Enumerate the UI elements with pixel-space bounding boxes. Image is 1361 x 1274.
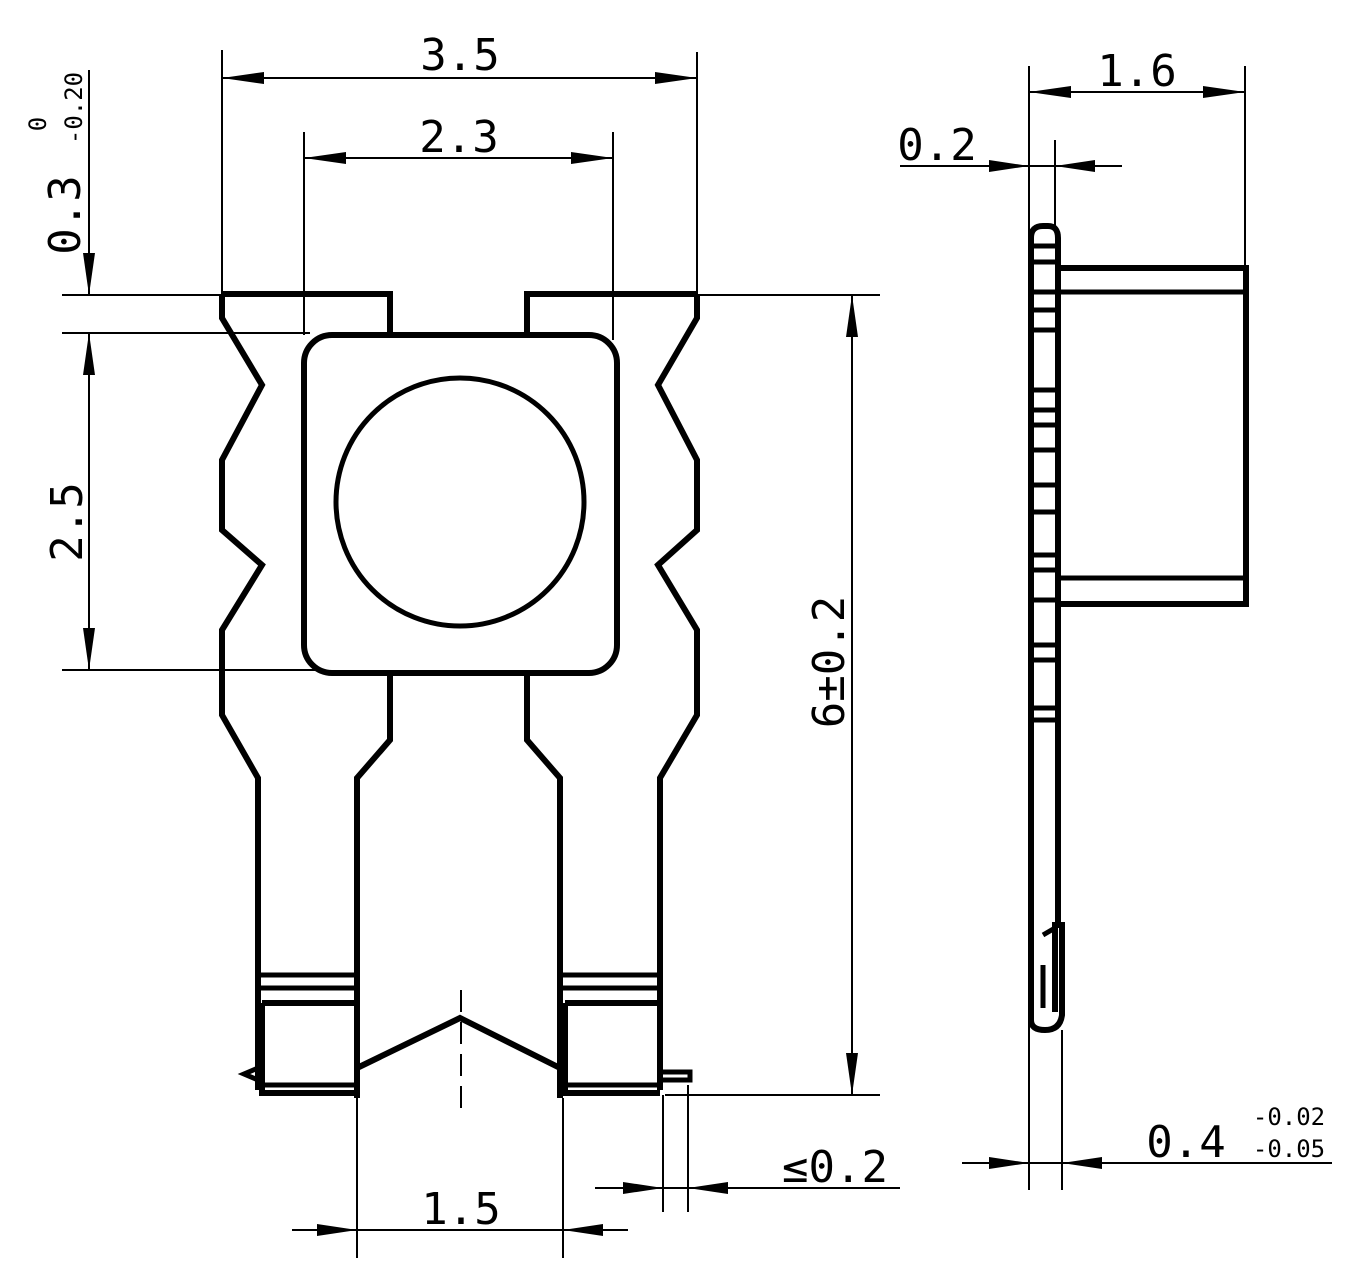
dim-top-tol-lower: -0.20 [60,72,88,144]
dim-height-label: 6±0.2 [804,596,855,728]
dim-lead-gap-label: 1.5 [421,1184,500,1235]
square-body [301,332,620,676]
front-view-dimensions: 3.5 2.3 0.3 0 -0.20 2.5 6±0.2 1.5 ≤0.2 [24,30,900,1258]
side-view-outline [1028,223,1249,1034]
side-view-dimensions: 1.6 0.2 0.4 -0.02 -0.05 [897,46,1332,1190]
right-wavy-edge [654,294,700,1090]
dim-square-label: 2.5 [42,482,93,561]
dim-top-tol-upper: 0 [24,117,52,131]
left-lead-inner-edge [354,675,393,1098]
dim-top-thickness-label: 0.3 [40,175,91,254]
dim-width-inner-label: 2.3 [419,112,498,163]
dim-depth-label: 1.6 [1097,46,1176,97]
dim-thickness-label: 0.4 [1146,1117,1225,1168]
dim-plate-label: 0.2 [897,120,976,171]
dim-width-outer-label: 3.5 [420,30,499,81]
right-top-tab [524,291,697,333]
round-actuator [333,375,587,629]
left-foot [237,972,357,1096]
left-wavy-edge [219,294,266,1090]
bottom-v-notch [355,1014,562,1071]
side-bottom-hook [1028,922,1065,1034]
right-foot [560,972,693,1096]
dim-thickness-tol-upper: -0.02 [1253,1103,1325,1131]
dim-lead-offset-label: ≤0.2 [782,1142,888,1193]
right-lead-inner-edge [524,675,563,1098]
front-view-outline [219,291,700,1110]
side-plate-segments [1034,243,1056,723]
left-top-tab [222,291,393,333]
side-actuator-body [1058,265,1249,607]
dim-thickness-tol-lower: -0.05 [1253,1135,1325,1163]
side-plate [1028,223,1061,925]
